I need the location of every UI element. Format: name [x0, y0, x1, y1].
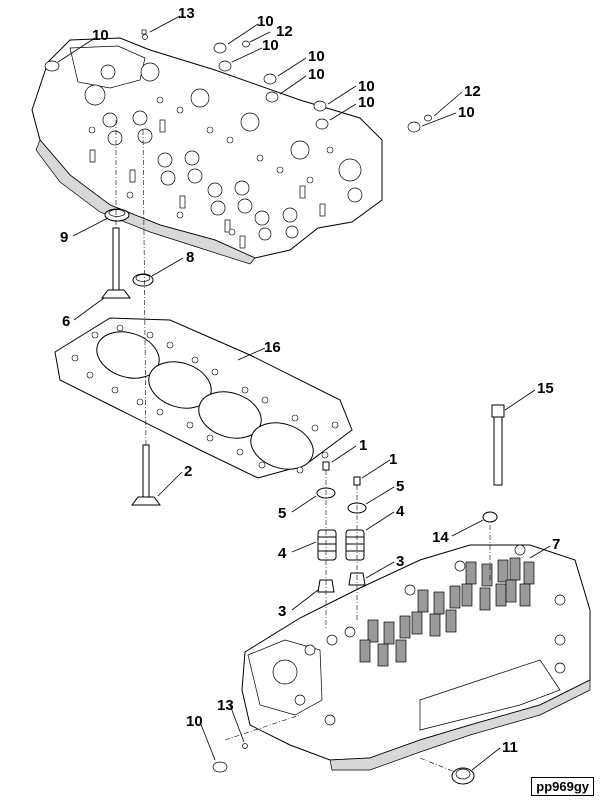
callout-3-b: 3: [396, 553, 404, 570]
callout-4-a: 4: [278, 545, 287, 562]
lower-cylinder-head: [241, 544, 591, 771]
valve-6: [101, 227, 131, 299]
figure-id: pp969gy: [531, 777, 594, 796]
callout-11: 11: [502, 739, 518, 756]
callout-10-g: 10: [358, 94, 375, 111]
callout-15: 15: [537, 380, 554, 397]
callout-10-bottom: 10: [186, 713, 203, 730]
callout-16: 16: [264, 339, 281, 356]
callout-14: 14: [432, 529, 449, 546]
callout-10-e: 10: [308, 66, 325, 83]
callout-4-b: 4: [396, 503, 405, 520]
callout-12-right: 12: [464, 83, 481, 100]
bolt-15: [491, 404, 505, 486]
callout-10-c: 10: [262, 37, 279, 54]
callout-10-d: 10: [308, 48, 325, 65]
valve-springs-4: [317, 529, 365, 561]
callout-5-a: 5: [278, 505, 286, 522]
valve-keepers-1: [322, 461, 361, 486]
dowels-13: [141, 29, 248, 749]
callout-13-top: 13: [178, 5, 195, 22]
seal-11: [451, 767, 475, 785]
callout-5-b: 5: [396, 478, 404, 495]
callout-13-bottom: 13: [217, 697, 234, 714]
callout-10-f: 10: [358, 78, 375, 95]
head-gasket: [54, 317, 353, 479]
callout-3-a: 3: [278, 603, 286, 620]
callout-10-h: 10: [458, 104, 475, 121]
callout-12-top: 12: [276, 23, 293, 40]
callout-10-b: 10: [257, 13, 274, 30]
seal-9: [104, 208, 130, 222]
spring-retainers-5: [316, 487, 367, 514]
callout-7: 7: [552, 536, 560, 553]
seal-8: [132, 273, 154, 287]
small-rings-12: [242, 40, 432, 122]
callout-1-a: 1: [359, 437, 367, 454]
upper-cylinder-head: [31, 34, 383, 265]
callout-8: 8: [186, 249, 194, 266]
seal-14: [482, 511, 498, 523]
callout-6: 6: [62, 313, 70, 330]
valve-2: [131, 444, 161, 506]
leader-lines: [57, 15, 551, 771]
callout-10-a: 10: [92, 27, 109, 44]
callout-2: 2: [184, 463, 192, 480]
callout-1-b: 1: [389, 451, 397, 468]
callout-9: 9: [60, 229, 68, 246]
centerlines: [115, 120, 491, 773]
callout-labels: 13 10 10 12 10 10 10 10 10 12 10 10 9 8 …: [60, 5, 560, 756]
o-rings-10: [44, 42, 421, 773]
